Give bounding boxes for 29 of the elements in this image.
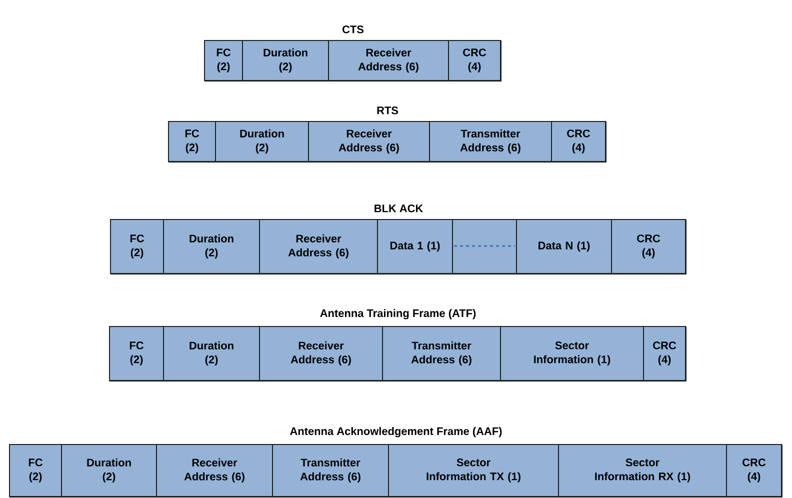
field-cell: FC (2) bbox=[168, 121, 216, 162]
field-cell: Receiver Address (6) bbox=[259, 219, 378, 274]
field-cell: Duration (2) bbox=[163, 219, 260, 274]
field-cell: CRC (4) bbox=[551, 121, 606, 162]
field-cell: FC (2) bbox=[9, 444, 62, 497]
node-label: Antenna Acknowledgement Frame (AAF) bbox=[290, 427, 502, 438]
field-cell: Transmitter Address (6) bbox=[382, 326, 501, 381]
field-cell: Receiver Address (6) bbox=[259, 326, 383, 381]
field-cell: FC (2) bbox=[204, 40, 243, 81]
node-label: BLK ACK bbox=[374, 204, 424, 212]
field-cell: Data 1 (1) bbox=[377, 219, 453, 274]
node-label: RTS bbox=[377, 106, 398, 114]
field-cell: FC (2) bbox=[109, 326, 164, 381]
field-cell: Duration (2) bbox=[163, 326, 260, 381]
node-label: Antenna Training Frame (ATF) bbox=[320, 309, 476, 320]
field-cell: Transmitter Address (6) bbox=[272, 444, 389, 497]
field-cell: CRC (4) bbox=[611, 219, 686, 274]
field-cell bbox=[452, 219, 517, 274]
field-cell: CRC (4) bbox=[726, 444, 782, 497]
node-label: CTS bbox=[342, 26, 364, 34]
field-cell: FC (2) bbox=[110, 219, 164, 274]
field-cell: CRC (4) bbox=[643, 326, 686, 381]
field-cell: Sector Information TX (1) bbox=[388, 444, 559, 497]
field-cell: Data N (1) bbox=[516, 219, 612, 274]
field-cell: Receiver Address (6) bbox=[308, 121, 430, 162]
field-cell: CRC (4) bbox=[448, 40, 501, 81]
field-cell: Duration (2) bbox=[61, 444, 157, 497]
field-cell: Receiver Address (6) bbox=[156, 444, 273, 497]
field-cell: Duration (2) bbox=[215, 121, 309, 162]
